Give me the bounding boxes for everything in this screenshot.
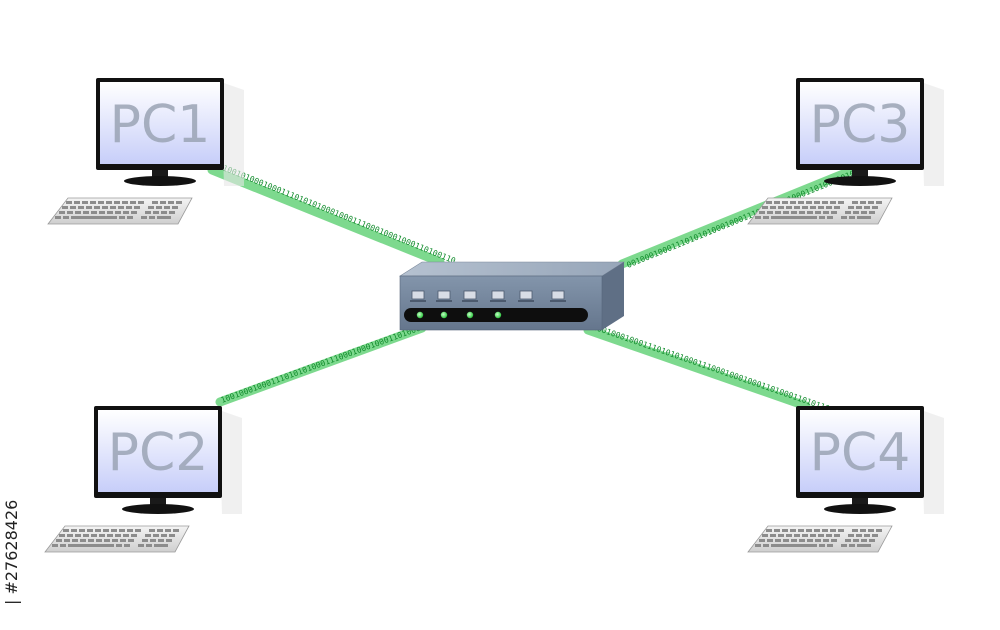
pc2-label: PC2 bbox=[108, 423, 209, 483]
pc1-label: PC1 bbox=[110, 95, 211, 155]
cable-pc1: 1001010001000111010101000100011100010001… bbox=[207, 164, 457, 267]
keyboard-icon bbox=[44, 525, 190, 553]
cable-pc4: 1001000100011101010100011100010001000110… bbox=[583, 322, 831, 413]
monitor-icon: PC1 bbox=[96, 78, 244, 186]
pc3-label: PC3 bbox=[810, 95, 911, 155]
stock-id: | #27628426 bbox=[2, 499, 21, 605]
bitstream-pc4: 1001000100011101010100011100010001000110… bbox=[591, 322, 831, 413]
keyboard-icon bbox=[47, 197, 193, 225]
pc3: PC3 bbox=[747, 78, 944, 225]
monitor-icon: PC2 bbox=[94, 406, 242, 514]
monitor-icon: PC3 bbox=[796, 78, 944, 186]
keyboard-icon bbox=[747, 197, 893, 225]
network-switch-icon bbox=[398, 261, 626, 331]
keyboard-icon bbox=[747, 525, 893, 553]
monitor-icon: PC4 bbox=[796, 406, 944, 514]
status-leds bbox=[416, 311, 502, 319]
pc4-label: PC4 bbox=[810, 423, 911, 483]
pc4: PC4 bbox=[747, 406, 944, 553]
pc1: PC1 bbox=[47, 78, 244, 225]
bitstream-pc1: 1001010001000111010101000100011100010001… bbox=[221, 164, 457, 266]
switch-ports bbox=[411, 290, 565, 300]
pc2: PC2 bbox=[44, 406, 242, 553]
